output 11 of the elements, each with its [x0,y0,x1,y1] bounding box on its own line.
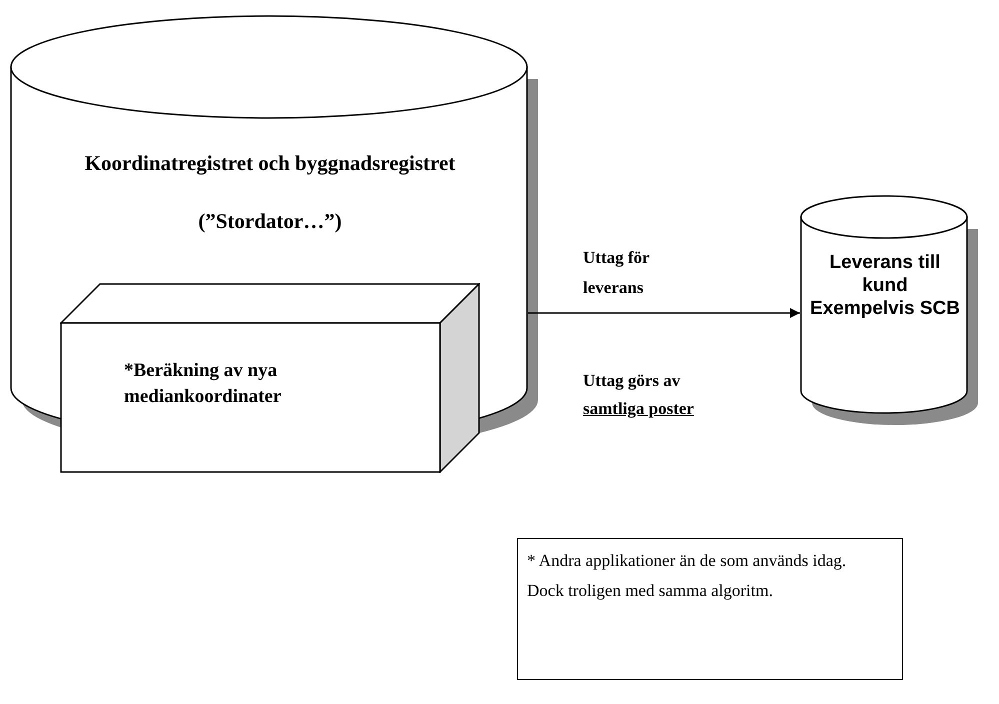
edge-label: Uttag för leverans [583,247,650,299]
note-text: Uttag görs av [583,370,682,392]
note-text: * Andra applikationer än de som används idag. [527,551,848,571]
cylinder-label: (”Stordator…”) [198,208,342,235]
cylinder-label: Leverans till kund Exempelvis SCB [810,252,960,319]
block-label: *Beräkning av nya mediankoordinater [124,360,282,407]
cylinder-label: Koordinatregistret och byggnadsregistret [84,150,456,177]
arrow [528,308,800,318]
note-text: Dock troligen med samma algoritm. [527,581,774,601]
note-text: samtliga poster [583,398,694,420]
note-box [517,538,903,680]
